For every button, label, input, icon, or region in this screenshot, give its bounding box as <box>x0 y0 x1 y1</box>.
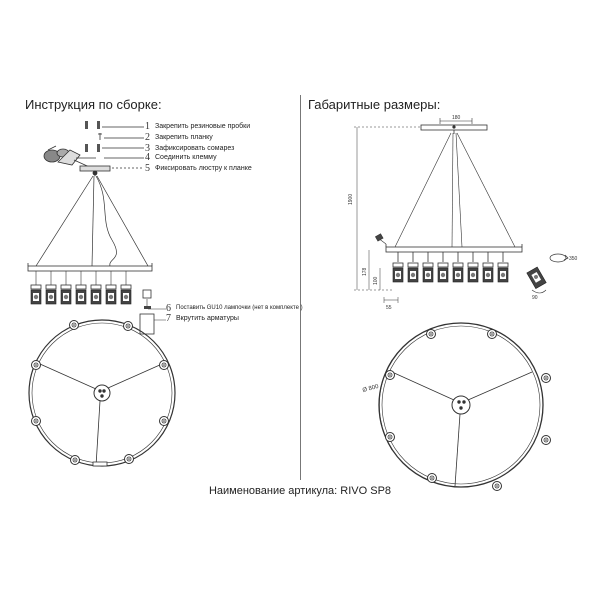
dimensions-title: Габаритные размеры: <box>308 97 441 112</box>
rotation-icon <box>549 253 569 263</box>
step-text-3: Зафиксировать сомарез <box>155 145 235 152</box>
left-ring <box>28 319 176 467</box>
lamp-6 <box>105 284 117 305</box>
tilted-lamp <box>526 266 547 289</box>
dim-top-width <box>439 118 473 124</box>
step-number-4: 4 <box>145 152 150 163</box>
step-number-3: 3 <box>145 143 150 154</box>
step-text-4: Соединить клемму <box>155 154 217 161</box>
step-text-6: Поставить GU10 лампочки (нет в комплекте… <box>176 305 303 311</box>
right-bar <box>385 244 523 262</box>
tool-cluster <box>43 145 97 171</box>
lamp-2 <box>45 284 57 305</box>
dim-height-label: 1900 <box>348 194 354 205</box>
step-text-7: Вкрутить арматуры <box>176 315 239 322</box>
lamp-5 <box>90 284 102 305</box>
lamp-7 <box>120 284 132 305</box>
tilt-icon <box>374 233 387 245</box>
right-lamps <box>392 262 509 283</box>
lamp-4 <box>75 284 87 305</box>
lamp-1 <box>30 284 42 305</box>
tilt-label: 90 <box>532 295 538 301</box>
step-text-5: Фиксировать люстру к планке <box>155 165 252 172</box>
step-number-7: 7 <box>166 313 171 324</box>
right-ring <box>378 322 544 488</box>
step-text-1: Закрепить резиновые пробки <box>155 123 251 130</box>
step-number-5: 5 <box>145 163 150 174</box>
assembly-title: Инструкция по сборке: <box>25 97 162 112</box>
step-number-2: 2 <box>145 132 150 143</box>
article-name: Наименование артикула: RIVO SP8 <box>208 485 392 497</box>
lamp-3 <box>60 284 72 305</box>
dim-lamp-height-label: 178 <box>362 267 368 276</box>
step-number-1: 1 <box>145 121 150 132</box>
right-canopy <box>394 124 516 248</box>
step-number-6: 6 <box>166 303 171 314</box>
dim-height <box>354 126 420 291</box>
dim-lamp-width <box>383 297 399 303</box>
dim-top-width-label: 180 <box>452 115 461 121</box>
assembly-hardware <box>85 121 144 169</box>
left-lamps <box>30 271 166 335</box>
tilt-arc <box>531 289 547 294</box>
step-text-2: Закрепить планку <box>155 134 213 141</box>
dim-lamp-small-label: 100 <box>373 276 379 285</box>
dim-diameter-label: Ø 800 <box>362 384 380 394</box>
left-bar <box>27 263 153 272</box>
left-canopy <box>35 165 149 267</box>
section-divider <box>300 95 301 480</box>
rotation-label: 350 <box>569 256 578 262</box>
dim-lamp-width-label: 55 <box>386 305 392 311</box>
